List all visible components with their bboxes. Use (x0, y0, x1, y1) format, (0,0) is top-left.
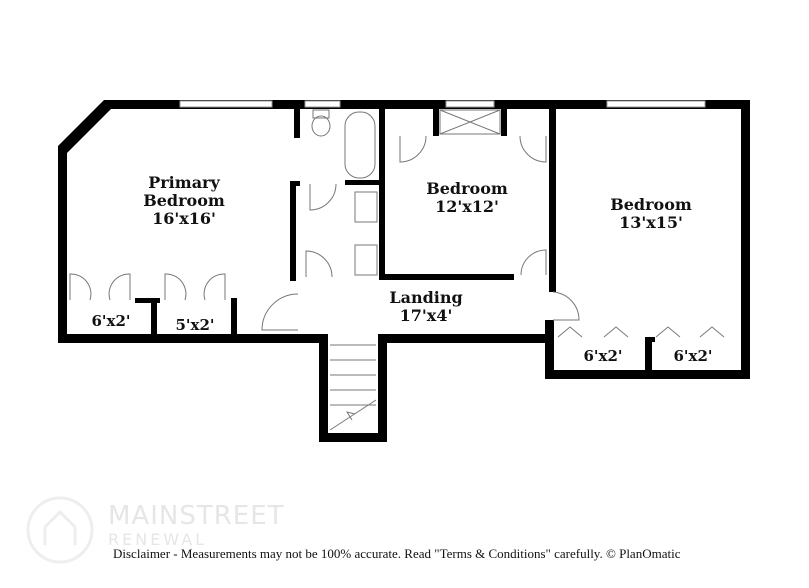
sink (354, 191, 378, 223)
doors (69, 135, 725, 338)
toilet (311, 115, 331, 137)
closet-label: 6'x2' (583, 347, 623, 365)
closet-label: 6'x2' (91, 312, 131, 330)
disclaimer-text: Disclaimer - Measurements may not be 100… (113, 546, 681, 561)
closet-label: 5'x2' (175, 316, 215, 334)
windows (179, 100, 706, 108)
watermark-logo: MAINSTREET RENEWAL (108, 501, 285, 549)
stairs (329, 344, 377, 431)
room-label-bedroom-2: Bedroom 12'x12' (426, 179, 508, 216)
walls (58, 100, 750, 442)
room-label-primary-bedroom: Primary Bedroom 16'x16' (143, 173, 225, 228)
logo-mark (26, 496, 94, 564)
fixtures (311, 109, 501, 431)
room-label-bedroom-3: Bedroom 13'x15' (610, 195, 692, 232)
closet-shelf (439, 109, 501, 135)
bathtub (344, 111, 376, 179)
closet-label: 6'x2' (673, 347, 713, 365)
room-label-landing: Landing 17'x4' (389, 288, 463, 325)
sink (354, 244, 378, 276)
